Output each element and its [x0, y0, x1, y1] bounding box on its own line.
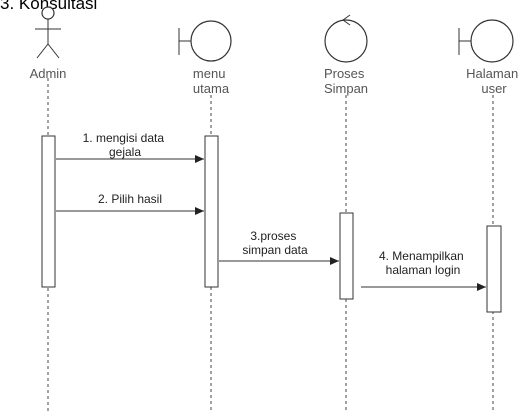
activation-bar-admin: [41, 135, 56, 288]
actor-icon: [35, 6, 61, 59]
activation-bar-menu-utama: [204, 135, 219, 288]
message-label-2: 2. Pilih hasil: [98, 192, 162, 206]
participant-label-halaman-user: Halaman user: [466, 66, 522, 96]
boundary-icon: [458, 19, 514, 63]
message-label-3: 3.proses simpan data: [242, 229, 308, 257]
message-label-1: 1. mengisi data gejala: [83, 131, 168, 159]
control-icon: [324, 14, 368, 63]
activation-bar-halaman-user: [486, 225, 502, 313]
participant-label-proses-simpan: Proses Simpan: [324, 66, 368, 96]
activation-bar-proses-simpan: [339, 212, 354, 300]
message-label-4: 4. Menampilkan halaman login: [379, 249, 467, 277]
participant-label-menu-utama: menu utama: [193, 66, 230, 96]
participant-label-admin: Admin: [30, 66, 67, 81]
boundary-icon: [178, 20, 232, 62]
